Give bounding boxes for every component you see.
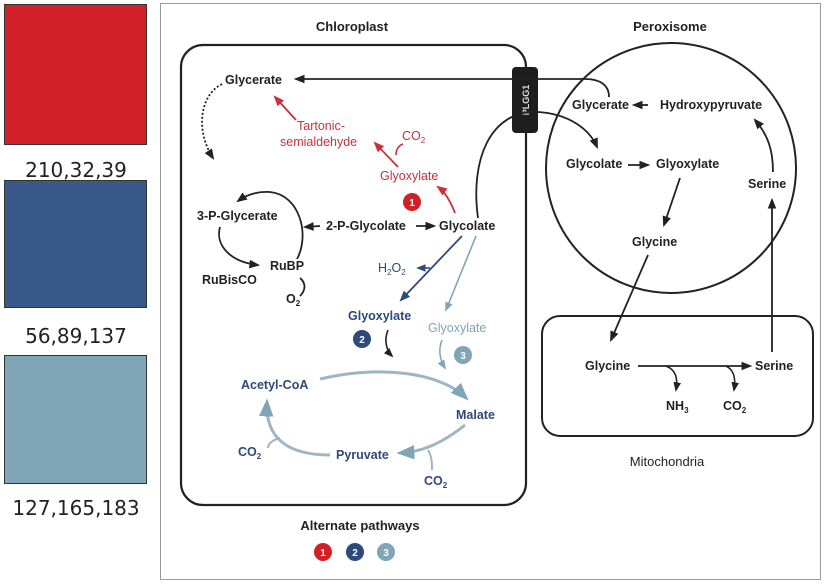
- legend-title: Alternate pathways: [300, 518, 419, 533]
- mitochondria-membrane: [541, 315, 814, 437]
- badge-3: [454, 346, 472, 364]
- red-arrow-glyoxylate-to-tartonic: [373, 141, 399, 168]
- mitochondria-glycine: Glycine: [585, 359, 630, 373]
- 3-p-glycerate: 3-P-Glycerate: [197, 209, 278, 223]
- plgg1-transporter: [512, 67, 538, 133]
- arrow-glycine-to-mitochondria: [610, 254, 649, 342]
- peroxisome-membrane: [545, 42, 797, 294]
- dark-blue-arrow-glycolate-to-glyoxylate: [399, 235, 463, 302]
- tartonic-semialdehyde-line1: Tartonic-: [297, 119, 345, 133]
- swatch-red-label: 210,32,39: [25, 158, 127, 182]
- acetyl-coa: Acetyl-CoA: [241, 378, 308, 392]
- co2-left-release: [267, 437, 281, 449]
- light-blue-arrow-glycolate-to-glyoxylate: [445, 235, 477, 312]
- 2-p-glycolate: 2-P-Glycolate: [326, 219, 406, 233]
- glyoxylate-light-blue: Glyoxylate: [428, 321, 486, 335]
- chloroplast-glycolate: Glycolate: [439, 219, 495, 233]
- badge-1: [403, 193, 421, 211]
- mitochondria-serine: Serine: [755, 359, 793, 373]
- badge-2: [353, 330, 371, 348]
- legend-badge-3-label: 3: [383, 548, 389, 559]
- arrow-glyoxylate-to-glycine: [662, 177, 681, 228]
- legend-badge-1-label: 1: [320, 548, 326, 559]
- arrow-to-2pg: [302, 222, 321, 231]
- co2-release-mito: [725, 365, 740, 392]
- rubp: RuBP: [270, 259, 304, 273]
- red-co2-release: [395, 143, 404, 156]
- calvin-arc-top: [236, 190, 304, 260]
- arrow-serine-to-hydroxypyruvate: [753, 118, 774, 173]
- peroxisome-glycerate: Glycerate: [572, 98, 629, 112]
- glyoxylate-red: Glyoxylate: [380, 169, 438, 183]
- diagram-panel: [160, 3, 821, 580]
- pyruvate: Pyruvate: [336, 448, 389, 462]
- rubisco: RuBisCO: [202, 273, 257, 287]
- glyoxylate-dark-blue: Glyoxylate: [348, 309, 411, 323]
- peroxisome-serine: Serine: [748, 177, 786, 191]
- red-arrow-tartonic-to-glycerate: [273, 95, 297, 121]
- co2-left: CO2: [238, 445, 262, 461]
- cycle-arc-right: [396, 423, 466, 460]
- dotted-arrow-glycerate-to-3pg: [201, 83, 223, 160]
- legend-badge-2: [346, 543, 364, 561]
- mitochondria-co2: CO2: [723, 399, 747, 415]
- chloroplast-membrane: [179, 43, 528, 507]
- tartonic-semialdehyde-line2: semialdehyde: [280, 135, 357, 149]
- legend-badge-2-label: 2: [352, 548, 358, 559]
- co2-bottom-release: [427, 449, 433, 471]
- arrow-glycolate-export: [475, 111, 598, 219]
- o2-input: [299, 277, 306, 297]
- chloroplast-glycerate: Glycerate: [225, 73, 282, 87]
- swatch-dark-blue: [4, 180, 147, 308]
- legend-badge-3: [377, 543, 395, 561]
- badge-2-label: 2: [359, 335, 365, 346]
- chloroplast-title: Chloroplast: [316, 19, 389, 34]
- calvin-arc-bottom: [218, 226, 261, 269]
- cycle-arc-top: [319, 370, 469, 401]
- badge-1-label: 1: [409, 198, 415, 209]
- cycle-arc-left: [259, 398, 331, 457]
- h2o2: H2O2: [378, 261, 406, 277]
- light-blue-arrow-to-cycle: [437, 339, 447, 370]
- legend-badge-1: [314, 543, 332, 561]
- peroxisome-glycine: Glycine: [632, 235, 677, 249]
- hydroxypyruvate: Hydroxypyruvate: [660, 98, 762, 112]
- red-co2: CO2: [402, 129, 426, 145]
- co2-bottom: CO2: [424, 474, 448, 490]
- arrow-glycerate-export: [293, 74, 610, 98]
- dark-blue-arrow-to-cycle: [383, 329, 394, 358]
- red-arrow-glycolate-to-glyoxylate: [436, 185, 456, 214]
- plgg1-label: PLGG1: [521, 85, 531, 116]
- peroxisome-glyoxylate: Glyoxylate: [656, 157, 719, 171]
- o2: O2: [286, 292, 301, 308]
- swatch-red: [4, 4, 147, 145]
- swatch-light-blue-label: 127,165,183: [12, 496, 140, 520]
- nh3: NH3: [666, 399, 689, 415]
- peroxisome-title: Peroxisome: [633, 19, 707, 34]
- malate: Malate: [456, 408, 495, 422]
- nh3-release: [665, 365, 682, 392]
- badge-3-label: 3: [460, 351, 466, 362]
- swatch-light-blue: [4, 355, 147, 484]
- swatch-dark-blue-label: 56,89,137: [25, 324, 127, 348]
- mitochondria-title: Mitochondria: [630, 454, 705, 469]
- peroxisome-glycolate: Glycolate: [566, 157, 622, 171]
